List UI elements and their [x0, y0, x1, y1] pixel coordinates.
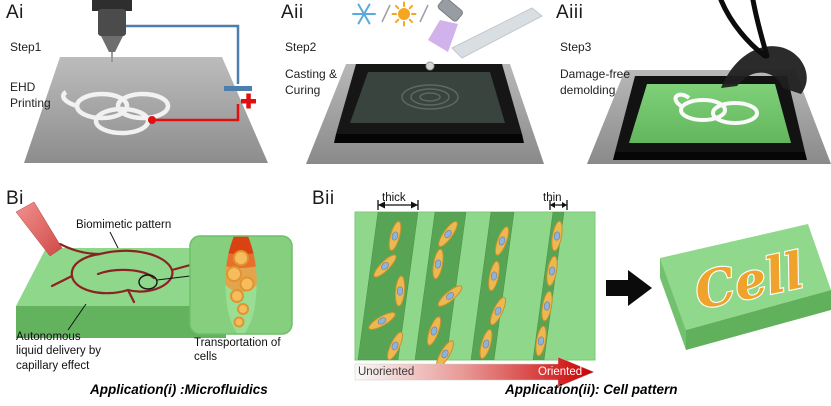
magnified-channel-inset — [189, 235, 293, 335]
wire-negative — [126, 24, 240, 84]
panel-label-aiii: Aiii — [556, 2, 584, 23]
step-label-3: Step3 — [560, 40, 592, 54]
leader-to-inset — [156, 275, 191, 281]
panel-label-bi: Bi — [6, 188, 24, 209]
leader-delivery-label — [67, 303, 87, 331]
separator-slash-icon — [419, 4, 429, 23]
process-name-3: Damage-free demolding — [560, 67, 631, 97]
mold-with-pdms — [613, 76, 807, 160]
pipette-icon — [15, 201, 63, 257]
cells-in-channel — [226, 250, 255, 328]
droplet-ball — [425, 61, 435, 71]
biomimetic-channel-network — [50, 242, 196, 304]
casting-mold — [334, 61, 524, 143]
caption-cell-pattern: Application(ii): Cell pattern — [505, 382, 678, 397]
panel-label-ai: Ai — [6, 2, 24, 23]
glass-slide — [451, 7, 543, 59]
leader-pattern-label — [109, 231, 119, 249]
thick-label: thick — [382, 192, 406, 204]
nozzle-icon — [92, 0, 132, 62]
heat-sun-icon — [391, 1, 417, 27]
pdms-block-top — [16, 248, 226, 306]
cell-transport-label: Transportation of cells — [194, 337, 281, 364]
tweezers-icon — [718, 0, 770, 59]
printed-ring-pattern — [61, 90, 171, 136]
thin-label: thin — [543, 192, 562, 204]
cell-pattern-illustration: Cell — [354, 200, 831, 388]
panel-label-aii: Aii — [281, 2, 304, 23]
process-arrow — [606, 270, 652, 306]
demolded-pattern — [673, 92, 759, 125]
biomimetic-pattern-label: Biomimetic pattern — [76, 219, 172, 231]
demolding-illustration — [587, 0, 831, 164]
battery-symbol — [224, 86, 256, 109]
zoom-region-circle — [138, 274, 158, 290]
process-name-1: EHD Printing — [10, 80, 51, 110]
oriented-label: Oriented — [538, 366, 583, 378]
wire-positive — [152, 104, 240, 122]
process-name-2: Casting & Curing — [285, 67, 338, 97]
peeling-film — [721, 46, 807, 94]
caption-microfluidics: Application(i) :Microfluidics — [90, 382, 268, 397]
cells-on-stripes — [368, 220, 563, 368]
unoriented-label: Unoriented — [358, 366, 415, 378]
microfluidics-illustration — [15, 201, 293, 338]
print-platform — [24, 57, 268, 163]
capillary-delivery-label: Autonomous liquid delivery by capillary … — [16, 331, 102, 372]
ripple-rings — [401, 84, 459, 110]
orientation-gradient-arrow — [354, 356, 595, 388]
ehd-printing-illustration — [24, 0, 268, 163]
thick-measure-arrow — [377, 200, 419, 210]
panel-label-bii: Bii — [312, 188, 335, 209]
patterned-pdms-slab: Cell — [660, 224, 831, 350]
step-label-1: Step1 — [10, 40, 42, 54]
step-label-2: Step2 — [285, 40, 317, 54]
thin-measure-arrow — [549, 200, 568, 210]
cold-snowflake-icon — [352, 3, 376, 25]
wire-contact-dot — [148, 116, 156, 124]
casting-curing-illustration — [306, 0, 544, 164]
separator-slash-icon — [381, 4, 391, 23]
uv-lamp-icon — [428, 0, 463, 52]
